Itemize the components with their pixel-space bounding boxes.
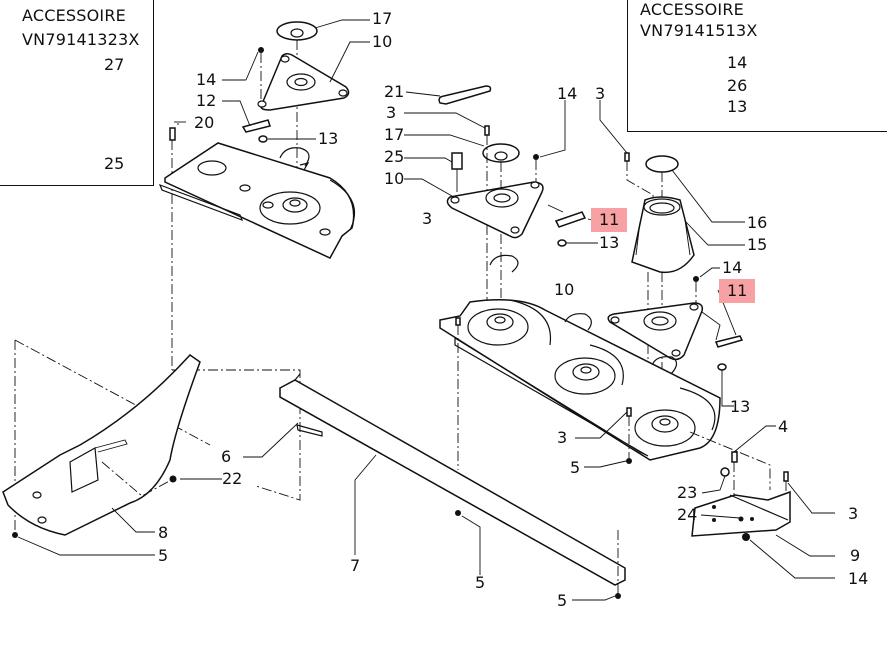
callout-22: 22 [222, 469, 243, 488]
callout-16: 16 [747, 213, 768, 232]
callout-5: 5 [475, 573, 486, 592]
callout-25: 25 [104, 154, 125, 173]
accessory-box-sensor [0, 0, 154, 186]
callout-25: 25 [384, 147, 405, 166]
center-rotor-assembly [404, 85, 601, 320]
cutter-bar-assembly [439, 299, 721, 470]
callout-21: 21 [384, 82, 405, 101]
callout-3: 3 [386, 103, 397, 122]
callout-8: 8 [158, 523, 169, 542]
callout-14: 14 [722, 258, 743, 277]
callout-23: 23 [677, 483, 698, 502]
callout-10: 10 [384, 169, 405, 188]
callout-13: 13 [318, 129, 339, 148]
callout-3: 3 [422, 209, 433, 228]
callout-14: 14 [727, 53, 748, 72]
callout-17: 17 [372, 9, 393, 28]
callout-6: 6 [221, 447, 232, 466]
callout-24: 24 [677, 505, 698, 524]
callout-12: 12 [196, 91, 217, 110]
right-rotor-assembly [599, 100, 745, 430]
beam-assembly [279, 373, 626, 601]
callout-5: 5 [158, 546, 169, 565]
callout-11-highlighted: 11 [591, 208, 628, 232]
callout-15: 15 [747, 235, 768, 254]
callout-4: 4 [778, 417, 789, 436]
callout-9: 9 [850, 546, 861, 565]
bracket-assembly [689, 425, 835, 579]
accessory-ref: VN79141513X [640, 21, 758, 40]
callout-20: 20 [194, 113, 215, 132]
callout-13: 13 [727, 97, 748, 116]
accessory-title: ACCESSOIRE [640, 0, 744, 19]
callout-13: 13 [599, 233, 620, 252]
left-rotor-assembly [158, 19, 370, 370]
callout-10: 10 [554, 280, 575, 299]
callout-14: 14 [196, 70, 217, 89]
callout-17: 17 [384, 125, 405, 144]
callout-14: 14 [848, 569, 869, 588]
accessory-box-blade [627, 0, 887, 132]
callout-10: 10 [372, 32, 393, 51]
callout-27: 27 [104, 55, 125, 74]
callout-14: 14 [557, 84, 578, 103]
callout-7: 7 [350, 556, 361, 575]
callout-3: 3 [848, 504, 859, 523]
callout-11-highlighted: 11 [719, 279, 756, 303]
callout-3: 3 [595, 84, 606, 103]
deflector-assembly [2, 339, 301, 556]
accessory-title: ACCESSOIRE [22, 6, 126, 25]
callout-26: 26 [727, 76, 748, 95]
callout-13: 13 [730, 397, 751, 416]
callout-5: 5 [570, 458, 581, 477]
accessory-ref: VN79141323X [22, 30, 140, 49]
callout-3: 3 [557, 428, 568, 447]
callout-5: 5 [557, 591, 568, 610]
